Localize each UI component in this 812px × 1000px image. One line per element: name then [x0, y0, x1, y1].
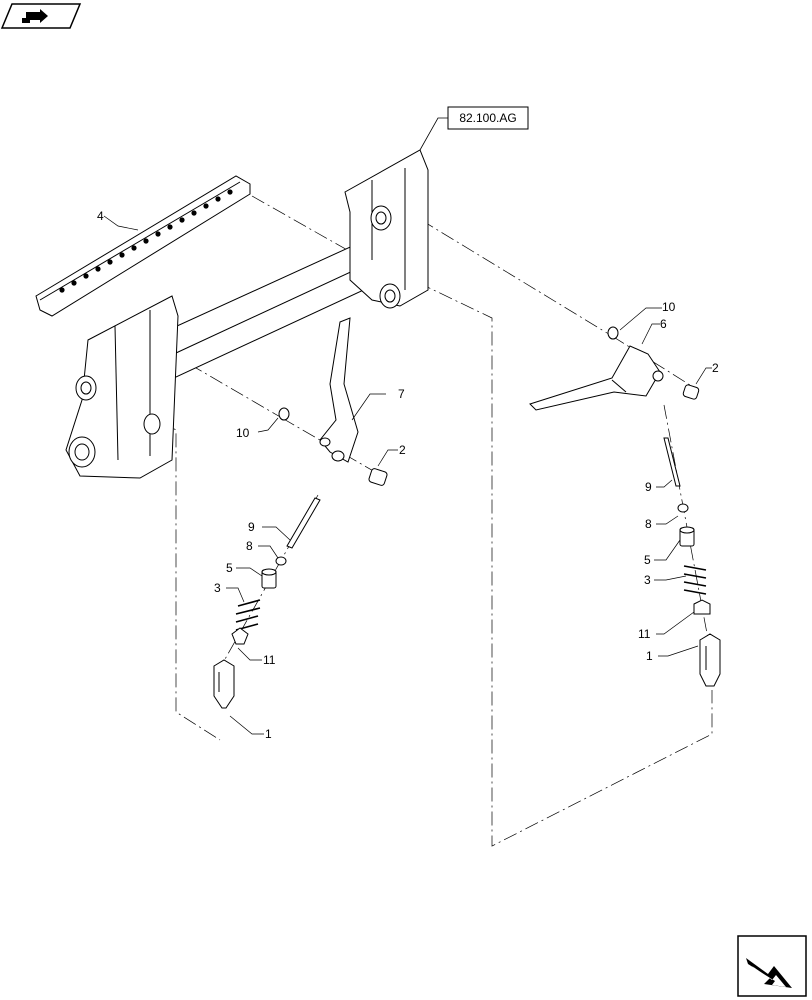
- callout-5: 5: [644, 553, 651, 567]
- callout-9: 9: [645, 480, 652, 494]
- callout-2: 2: [399, 443, 406, 457]
- callout-8: 8: [246, 539, 253, 553]
- callout-3: 3: [214, 581, 221, 595]
- perforated-strip-part-4: [35, 175, 251, 317]
- callout-5: 5: [226, 561, 233, 575]
- reference-text: 82.100.AG: [459, 111, 516, 125]
- callout-labels: 4 10 10 6 2 2 7 9 9 8 8 5 5 3 3 11 11 1 …: [97, 209, 719, 741]
- callout-1: 1: [646, 649, 653, 663]
- right-latch-stack: [663, 437, 721, 687]
- lever-part-7: [319, 317, 359, 463]
- assembly-lines: [147, 194, 713, 847]
- callout-2: 2: [712, 361, 719, 375]
- callout-9: 9: [248, 520, 255, 534]
- callout-8: 8: [645, 517, 652, 531]
- callout-10: 10: [236, 426, 250, 440]
- washer-part-10: [278, 326, 619, 421]
- left-latch-stack: [213, 497, 321, 709]
- callout-3: 3: [644, 573, 651, 587]
- callout-7: 7: [398, 387, 405, 401]
- lever-part-6: [529, 345, 664, 411]
- callout-1: 1: [265, 727, 272, 741]
- callout-11: 11: [263, 653, 276, 667]
- reference-box[interactable]: 82.100.AG: [419, 106, 529, 151]
- page-nav-icon[interactable]: [0, 3, 82, 29]
- callout-4: 4: [97, 209, 104, 223]
- next-page-icon[interactable]: [737, 935, 807, 997]
- callout-10: 10: [662, 300, 676, 314]
- callout-6: 6: [660, 317, 667, 331]
- callout-11: 11: [638, 627, 651, 641]
- leader-lines: [103, 215, 712, 735]
- frame-assembly: [65, 149, 429, 479]
- pin-part-2: [368, 384, 700, 486]
